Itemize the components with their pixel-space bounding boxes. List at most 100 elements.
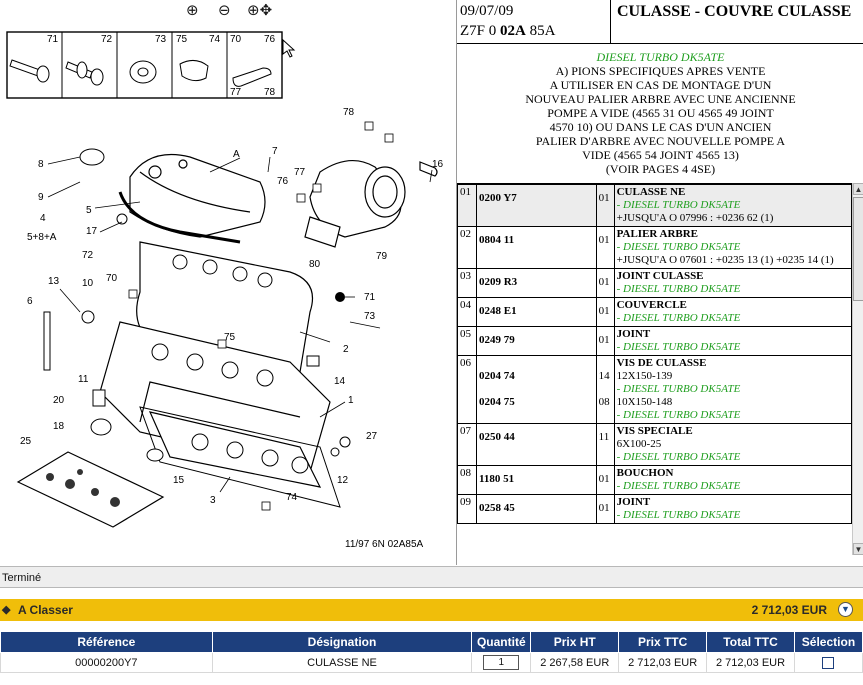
callout: 76: [277, 176, 289, 187]
callout: 75: [224, 332, 236, 343]
part-reference-value: 0258 45: [478, 502, 515, 514]
zoom-pan-icon[interactable]: ⊕✥: [247, 1, 273, 19]
part-name: VIS DE CULASSE: [616, 357, 707, 369]
note-line: VIDE (4565 54 JOINT 4565 13): [582, 148, 739, 162]
part-reference: 0250 44: [475, 423, 597, 466]
part-engine-note: - DIESEL TURBO DK5ATE: [616, 312, 741, 324]
part-quantity-value: 01: [598, 473, 610, 485]
callout: 13: [48, 276, 60, 287]
callout: 72: [82, 250, 94, 261]
exploded-parts-diagram[interactable]: 71 72 73 75 74 70 76 77 78: [0, 22, 455, 562]
part-quantity: 11: [595, 423, 615, 466]
inset-label: 75: [176, 34, 188, 45]
col-designation: Désignation: [211, 631, 473, 653]
part-reference: 0804 11: [475, 226, 597, 269]
cart-reference: 00000200Y7: [0, 652, 213, 673]
engine-label: DIESEL TURBO DK5ATE: [596, 50, 725, 64]
cart-table: Référence Désignation Quantité Prix HT P…: [0, 631, 863, 673]
part-number: 01: [457, 184, 477, 227]
cart-selection-cell: [793, 652, 863, 673]
part-engine-note: - DIESEL TURBO DK5ATE: [616, 199, 741, 211]
cart-designation: CULASSE NE: [211, 652, 473, 673]
diagram-reference: 11/97 6N 02A85A: [345, 539, 424, 550]
part-quantity: 01: [595, 494, 615, 524]
cart-total-ttc: 2 712,03 EUR: [706, 652, 795, 673]
part-engine-note: - DIESEL TURBO DK5ATE: [616, 341, 741, 353]
cart-row: 00000200Y7 CULASSE NE 1 2 267,58 EUR 2 7…: [0, 652, 863, 673]
catalog-header: 09/07/09 Z7F 0 02A 85A CULASSE - COUVRE …: [457, 0, 863, 44]
part-engine-note: - DIESEL TURBO DK5ATE: [616, 509, 741, 521]
part-quantity-value: 01: [598, 305, 610, 317]
scroll-thumb[interactable]: [853, 197, 863, 301]
callout: 9: [38, 192, 44, 203]
cart-prix-ht: 2 267,58 EUR: [530, 652, 620, 673]
note-line: 4570 10) OU DANS LE CAS D'UN ANCIEN: [549, 120, 772, 134]
callout: 5: [86, 205, 92, 216]
part-quantity: 01: [595, 465, 615, 495]
callout: 17: [86, 226, 98, 237]
part-reference: 0258 45: [475, 494, 597, 524]
part-name: CULASSE NE: [616, 186, 686, 198]
part-quantity-value: 14: [598, 370, 610, 382]
download-icon[interactable]: ▼: [838, 602, 853, 617]
part-spec-note: 10X150-148: [616, 396, 673, 408]
part-number: 04: [457, 297, 477, 327]
col-prix-ht: Prix HT: [530, 631, 620, 653]
callout: 16: [432, 159, 444, 170]
part-number: 02: [457, 226, 477, 269]
part-name: JOINT: [616, 328, 651, 340]
callout: 18: [53, 421, 65, 432]
part-engine-note: - DIESEL TURBO DK5ATE: [616, 283, 741, 295]
part-name: JOINT: [616, 496, 651, 508]
zoom-in-icon[interactable]: ⊕: [186, 1, 199, 19]
callout: 73: [364, 311, 376, 322]
callout: 15: [173, 475, 185, 486]
part-reference-value: 0804 11: [478, 234, 515, 246]
part-spec-note: +JUSQU'A O 07601 : +0235 13 (1) +0235 14…: [616, 254, 834, 266]
col-prix-ttc: Prix TTC: [618, 631, 708, 653]
part-quantity: 01: [595, 297, 615, 327]
diagram-pane: ⊕ ⊖ ⊕✥ 71 72 73 75 74: [0, 0, 455, 565]
status-bar: Terminé: [0, 566, 863, 588]
part-reference-value: 0204 74: [478, 370, 515, 382]
catalog-code: Z7F 0 02A 85A: [460, 23, 555, 40]
part-quantity-value: 01: [598, 234, 610, 246]
part-reference-value: 0204 75: [478, 396, 515, 408]
scroll-up-icon[interactable]: ▲: [853, 183, 863, 195]
part-number: 09: [457, 494, 477, 524]
part-reference: 0200 Y7: [475, 184, 597, 227]
cart-prix-ttc: 2 712,03 EUR: [618, 652, 708, 673]
scroll-down-icon[interactable]: ▼: [853, 543, 863, 555]
callout: 12: [337, 475, 349, 486]
zoom-out-icon[interactable]: ⊖: [218, 1, 231, 19]
part-engine-note: - DIESEL TURBO DK5ATE: [616, 480, 741, 492]
callout: A: [233, 149, 240, 160]
callout: 20: [53, 395, 65, 406]
part-spec-note: 6X100-25: [616, 438, 662, 450]
part-quantity-value: 01: [598, 276, 610, 288]
chevron-up-icon[interactable]: ◆: [2, 604, 11, 616]
catalog-date: 09/07/09: [460, 3, 514, 19]
parts-scrollbar[interactable]: ▲ ▼: [852, 183, 863, 555]
part-designation: JOINT- DIESEL TURBO DK5ATE: [613, 494, 852, 524]
part-quantity-value: 01: [598, 502, 610, 514]
part-name: PALIER ARBRE: [616, 228, 699, 240]
quantity-input[interactable]: 1: [483, 655, 520, 670]
col-selection: Sélection: [793, 631, 863, 653]
part-designation: COUVERCLE- DIESEL TURBO DK5ATE: [613, 297, 852, 327]
catalog-code-bold: 02A: [500, 23, 526, 39]
part-reference: 0248 E1: [475, 297, 597, 327]
selection-checkbox[interactable]: [822, 656, 835, 669]
